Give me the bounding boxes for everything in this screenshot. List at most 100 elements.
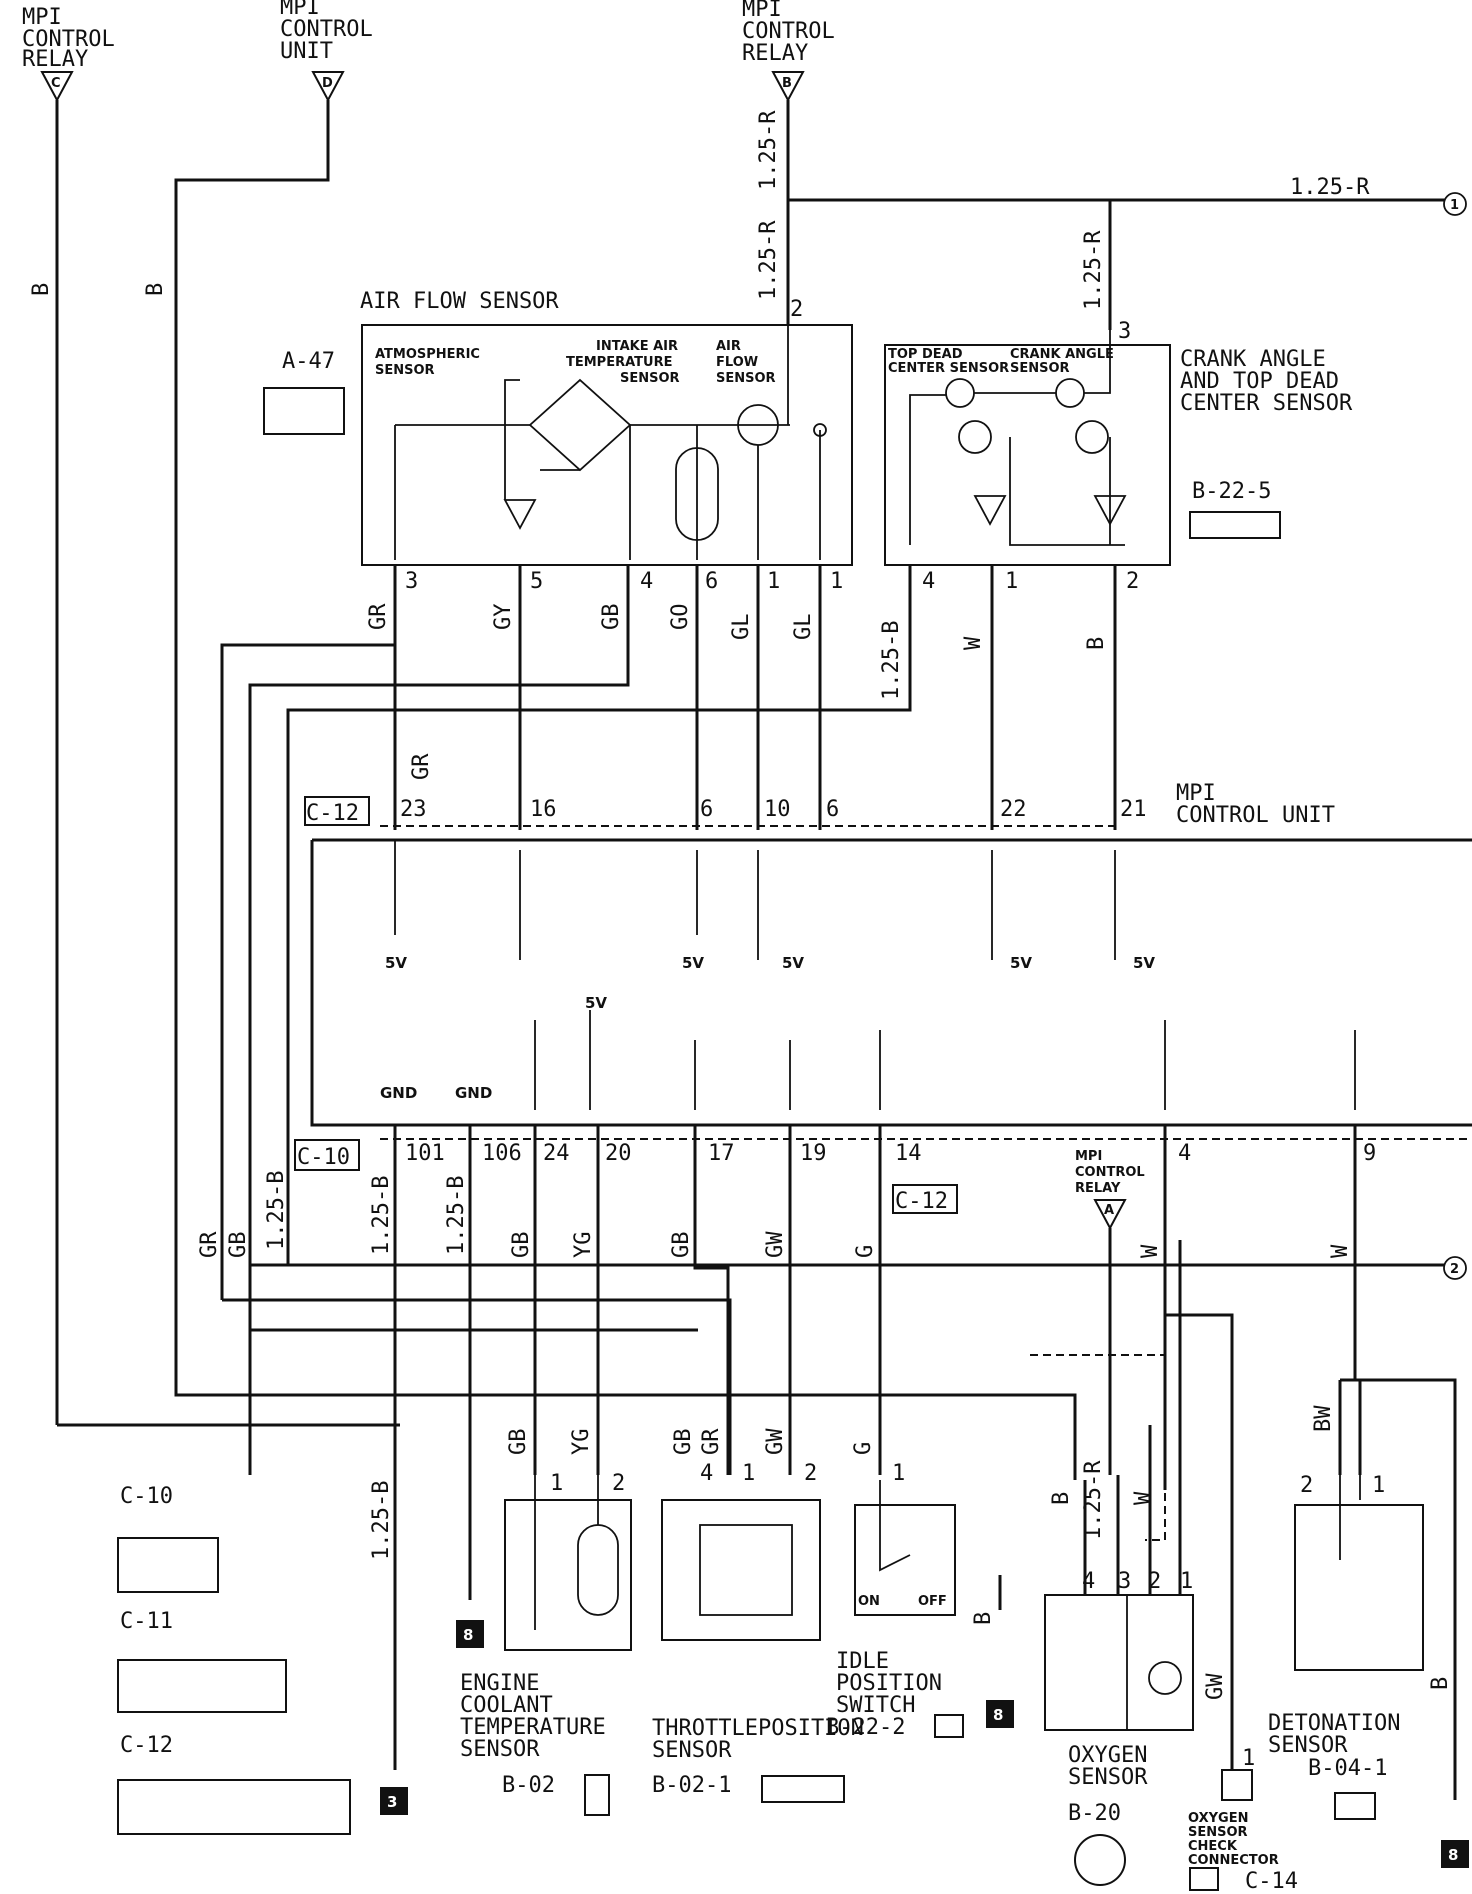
pin-label: 1	[1372, 1473, 1385, 1498]
oxygen-wires	[1083, 1240, 1234, 1770]
pin-label: 4	[640, 569, 653, 594]
oxygen-check-connector: 1 OXYGEN SENSOR CHECK CONNECTOR C-14	[1188, 1746, 1298, 1894]
sub-label: INTAKE AIR	[596, 339, 678, 354]
relay-triangle	[1093, 1199, 1127, 1231]
pin-label: 2	[1126, 569, 1139, 594]
pin-label: 3	[1118, 319, 1131, 344]
component-box	[661, 1499, 821, 1641]
terminal-title-line: CONTROL	[22, 27, 115, 52]
terminal-triangle	[311, 71, 345, 103]
shield-dash	[1030, 1354, 1166, 1541]
wire-label: GY	[491, 604, 516, 631]
sub-label: SENSOR	[1010, 361, 1070, 376]
switch-on: ON	[858, 1594, 880, 1609]
component-title: MPI	[1176, 781, 1216, 806]
connector-c-12-lower	[892, 1184, 958, 1214]
mpi-control-unit: MPI CONTROL UNIT GR C-12 23 16 6 10 6 22…	[294, 753, 1472, 1214]
pin-label: 16	[530, 797, 557, 822]
photo-transistor	[1075, 420, 1109, 454]
component-title: OXYGEN	[1188, 1811, 1248, 1826]
wire-label: G	[851, 1442, 876, 1455]
pin-label: 5	[530, 569, 543, 594]
throttle-position-sensor: 4 1 2 GB GR GW THROTTLEPOSITION SENSOR B…	[652, 1428, 864, 1803]
component-box	[854, 1504, 956, 1616]
sub-label: SENSOR	[716, 371, 776, 386]
bus-wires	[176, 1263, 1445, 1480]
component-title: DETONATION	[1268, 1711, 1400, 1736]
switch-contact	[879, 1480, 911, 1572]
relay-title: RELAY	[1075, 1181, 1121, 1196]
component-box	[884, 344, 1171, 566]
pin-label: 1	[1005, 569, 1018, 594]
pin-label: 1	[742, 1461, 755, 1486]
terminal-triangle	[40, 71, 74, 103]
component-code: B-22-2	[826, 1715, 905, 1740]
detonation-sensor: 2 1 BW DETONATION SENSOR B-04-1	[1268, 1405, 1424, 1820]
wire-label: GR	[366, 603, 391, 630]
sensor-leads	[1339, 1475, 1361, 1560]
component-title: ENGINE	[460, 1671, 539, 1696]
pin-label: 1	[1242, 1746, 1255, 1771]
component-code: B-02-1	[652, 1773, 731, 1798]
sub-label: AIR	[716, 339, 741, 354]
connector-code: C-12	[895, 1189, 948, 1214]
sub-label: SENSOR	[375, 363, 435, 378]
component-title: COOLANT	[460, 1693, 553, 1718]
wire-label: 1.25-B	[264, 1171, 289, 1250]
terminal-title-line: MPI	[742, 0, 782, 22]
connector-b-22-5: B-22-5	[1189, 479, 1281, 539]
photo-transistor	[958, 420, 992, 454]
grounds: B B 8 3 8 8	[380, 1575, 1469, 1868]
wire-label: GW	[763, 1428, 788, 1455]
pin-label: 106	[482, 1141, 522, 1166]
sub-label: FLOW	[716, 355, 758, 370]
wire-label: W	[961, 636, 986, 650]
pin-label: 19	[800, 1141, 827, 1166]
sub-label: ATMOSPHERIC	[375, 347, 480, 362]
ground-badge-label: 3	[387, 1793, 397, 1811]
pin-label: 1	[830, 569, 843, 594]
pin-label: 2	[790, 297, 803, 322]
crank-angle-sensor: TOP DEAD CENTER SENSOR CRANK ANGLE SENSO…	[884, 319, 1171, 594]
relay-title: MPI	[1075, 1149, 1102, 1164]
component-code: B-20	[1068, 1801, 1121, 1826]
connector-icon	[1074, 1834, 1126, 1886]
component-title: POSITION	[836, 1671, 942, 1696]
wire-label: GR	[409, 753, 434, 780]
pin-label: 1	[767, 569, 780, 594]
component-title: SENSOR	[1268, 1733, 1348, 1758]
pin-label: 3	[405, 569, 418, 594]
legend-connector	[117, 1779, 351, 1835]
air-flow-sensor: AIR FLOW SENSOR ATMOSPHERIC SENSOR INTAK…	[360, 289, 853, 594]
wire-label: GW	[1203, 1673, 1228, 1700]
sub-label: CRANK ANGLE	[1010, 347, 1114, 362]
connector-code: C-12	[306, 801, 359, 826]
wire-label: 1.25-B	[879, 621, 904, 700]
legend-connector	[117, 1537, 219, 1593]
pin-label: 9	[1363, 1141, 1376, 1166]
wire-label: W	[1328, 1244, 1353, 1258]
connector-icon	[263, 387, 345, 435]
sub-label: TOP DEAD	[888, 347, 963, 362]
terminal-title-line: MPI	[22, 5, 62, 30]
ground-badge	[1441, 1840, 1469, 1868]
terminal-title-line: CONTROL	[742, 19, 835, 44]
component-title: SENSOR	[1188, 1825, 1248, 1840]
heater-element	[1148, 1661, 1182, 1695]
wire-label: GR	[699, 1428, 724, 1455]
terminal-pin: C	[51, 76, 61, 91]
component-box	[1294, 1504, 1424, 1671]
connector-icon	[1334, 1792, 1376, 1820]
wire-label: GO	[668, 604, 693, 631]
wire-label: BW	[1311, 1405, 1336, 1432]
terminal-title-line: MPI	[280, 0, 320, 20]
pin-label: 101	[405, 1141, 445, 1166]
wire-label: G	[853, 1245, 878, 1258]
component-title: OXYGEN	[1068, 1743, 1147, 1768]
pin-label: 22	[1000, 797, 1027, 822]
pin-label: 6	[705, 569, 718, 594]
idle-position-switch: 1 G ON OFF IDLE POSITION SWITCH B-22-2	[826, 1442, 964, 1740]
top-terminal-relay-b: MPI CONTROL RELAY B 1.25-R 1.25-R	[742, 0, 835, 300]
wire-label: B	[29, 283, 54, 296]
